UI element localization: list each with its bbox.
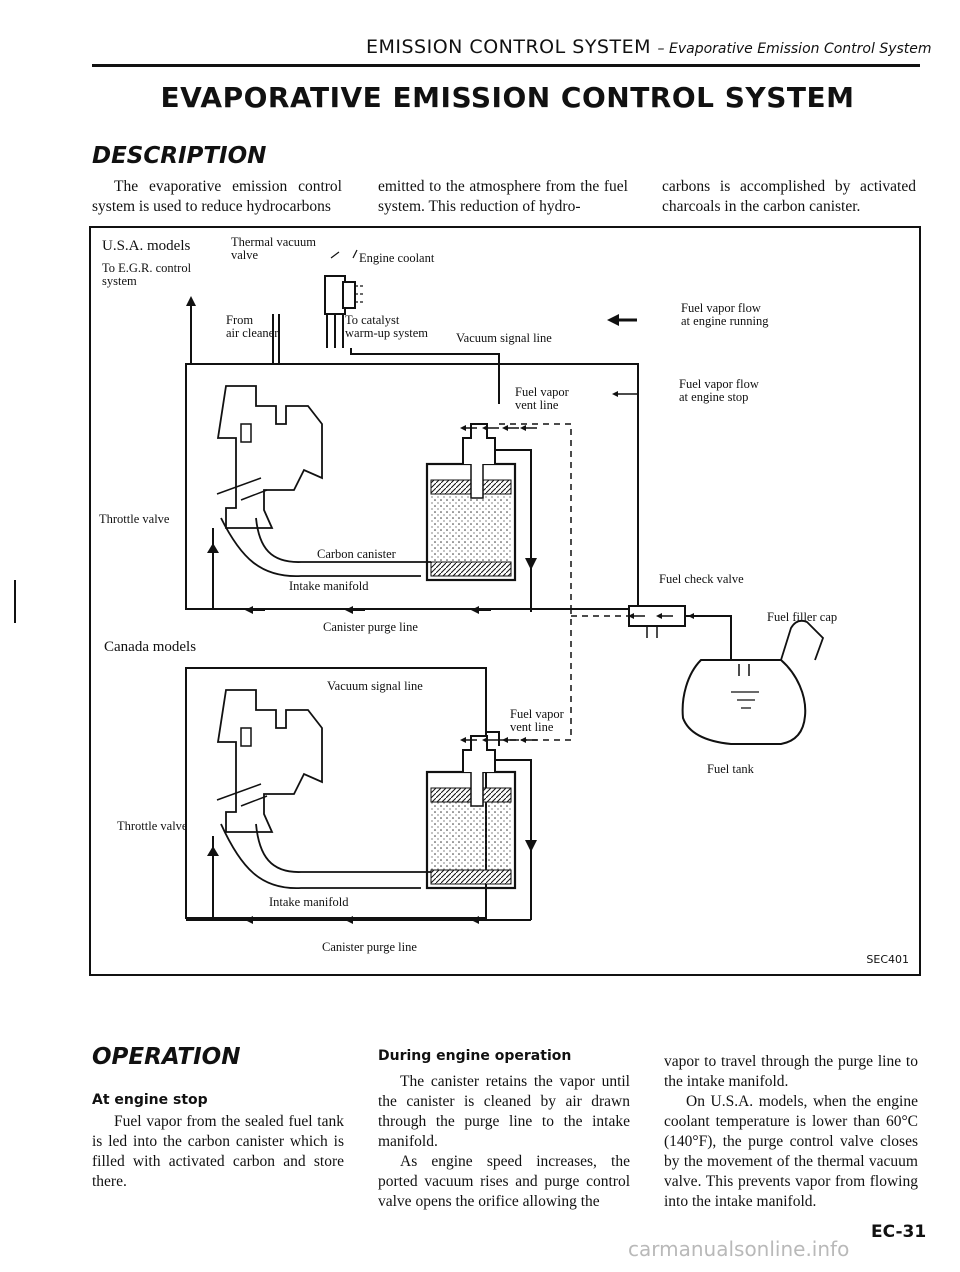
legend-arrows [607,314,637,397]
canada-diagram [185,608,572,921]
during-operation-heading: During engine operation [378,1048,572,1064]
operation-heading: OPERATION [92,1044,241,1070]
diagram-drawing [185,249,825,924]
label-canister-purge-line: Canister purge line [323,620,418,634]
label-usa-models: U.S.A. models [102,238,191,254]
col3-text-1: vapor to travel through the purge line t… [664,1053,918,1090]
label-throttle-valve-canada: Throttle valve [117,819,188,833]
description-col-1: The evaporative emission control system … [92,177,342,217]
fuel-tank-side [571,605,825,745]
label-legend-stop: Fuel vapor flow at engine stop [679,377,759,404]
during-text-1: The canister retains the vapor until the… [378,1073,630,1150]
fuel-tank [681,659,807,745]
header-subsection: – Evaporative Emission Control System [657,41,932,57]
description-text-3: carbons is accomplished by activated cha… [662,178,916,215]
label-to-catalyst: To catalyst warm-up system [345,313,428,340]
description-heading: DESCRIPTION [92,143,267,169]
label-fuel-vapor-vent-line-canada: Fuel vapor vent line [510,707,564,734]
engine-stop-heading: At engine stop [92,1092,208,1108]
label-carbon-canister: Carbon canister [317,547,396,561]
col3-text-2: On U.S.A. models, when the engine coolan… [664,1093,918,1210]
operation-col-3: vapor to travel through the purge line t… [664,1052,918,1212]
label-from-air-cleaner: From air cleaner [226,313,279,340]
watermark: carmanualsonline.info [628,1237,850,1261]
description-col-3: carbons is accomplished by activated cha… [662,177,916,217]
usa-diagram [185,249,639,612]
system-diagram: U.S.A. models Thermal vacuum valve Engin… [89,226,921,976]
label-engine-coolant: Engine coolant [359,251,435,265]
label-canister-purge-line-canada: Canister purge line [322,940,417,954]
label-fuel-tank: Fuel tank [707,762,754,776]
label-throttle-valve: Throttle valve [99,512,170,526]
running-header: EMISSION CONTROL SYSTEM – Evaporative Em… [366,36,932,58]
during-text-2: As engine speed increases, the ported va… [378,1153,630,1210]
label-intake-manifold-canada: Intake manifold [269,895,349,909]
engine-stop-text: Fuel vapor from the sealed fuel tank is … [92,1113,344,1190]
label-to-egr: To E.G.R. control system [102,261,192,288]
description-col-2: emitted to the atmosphere from the fuel … [378,177,628,217]
label-vacuum-signal-line-canada: Vacuum signal line [327,679,423,693]
header-rule [92,64,920,67]
label-intake-manifold: Intake manifold [289,579,369,593]
label-vacuum-signal-line: Vacuum signal line [456,331,552,345]
label-legend-running: Fuel vapor flow at engine running [681,301,769,328]
label-fuel-vapor-vent-line: Fuel vapor vent line [515,385,569,412]
page-number: EC-31 [871,1222,927,1242]
label-fuel-check-valve: Fuel check valve [659,572,744,586]
label-canada-models: Canada models [104,639,197,655]
description-text-2: emitted to the atmosphere from the fuel … [378,178,628,215]
header-section: EMISSION CONTROL SYSTEM [366,36,651,58]
operation-col-2: The canister retains the vapor until the… [378,1072,630,1212]
margin-bar [14,580,16,623]
page-title: EVAPORATIVE EMISSION CONTROL SYSTEM [160,81,855,114]
label-thermal-vacuum-valve: Thermal vacuum valve [231,235,317,262]
label-fuel-filler-cap: Fuel filler cap [767,610,838,624]
operation-col-1: Fuel vapor from the sealed fuel tank is … [92,1112,344,1192]
figure-code: SEC401 [866,953,909,966]
description-text-1: The evaporative emission control system … [92,178,342,215]
